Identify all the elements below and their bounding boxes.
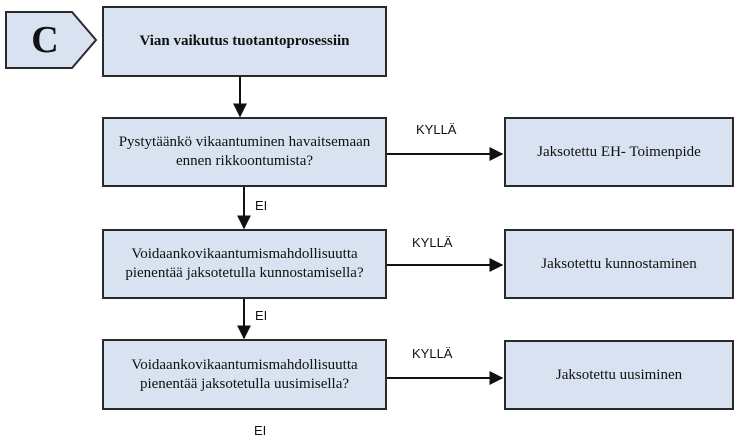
action1-text: Jaksotettu EH- Toimenpide [537, 143, 701, 160]
title-box: Vian vaikutus tuotantoprosessiin [102, 6, 387, 77]
no-label-3: EI [254, 423, 267, 438]
question2-box: Voidaankovikaantumismahdollisuutta piene… [102, 229, 387, 299]
action2-text: Jaksotettu kunnostaminen [541, 255, 697, 272]
action2-box: Jaksotettu kunnostaminen [504, 229, 734, 299]
title-text: Vian vaikutus tuotantoprosessiin [139, 33, 350, 49]
start-pentagon-shape [5, 11, 98, 69]
yes-label-3: KYLLÄ [412, 346, 453, 361]
question1-box: Pystytäänkö vikaantuminen havaitsemaan e… [102, 117, 387, 187]
question3-box: Voidaankovikaantumismahdollisuutta piene… [102, 339, 387, 410]
start-marker-letter: C [31, 19, 59, 61]
question2-text: Voidaankovikaantumismahdollisuutta piene… [125, 246, 364, 281]
action3-box: Jaksotettu uusiminen [504, 340, 734, 410]
question3-text: Voidaankovikaantumismahdollisuutta piene… [131, 356, 358, 392]
action1-box: Jaksotettu EH- Toimenpide [504, 117, 734, 187]
no-label-1: EI [255, 198, 268, 213]
action3-text: Jaksotettu uusiminen [555, 366, 683, 383]
yes-label-1: KYLLÄ [416, 122, 457, 137]
yes-label-2: KYLLÄ [412, 235, 453, 250]
question1-text: Pystytäänkö vikaantuminen havaitsemaan e… [118, 134, 371, 169]
no-label-2: EI [255, 308, 268, 323]
